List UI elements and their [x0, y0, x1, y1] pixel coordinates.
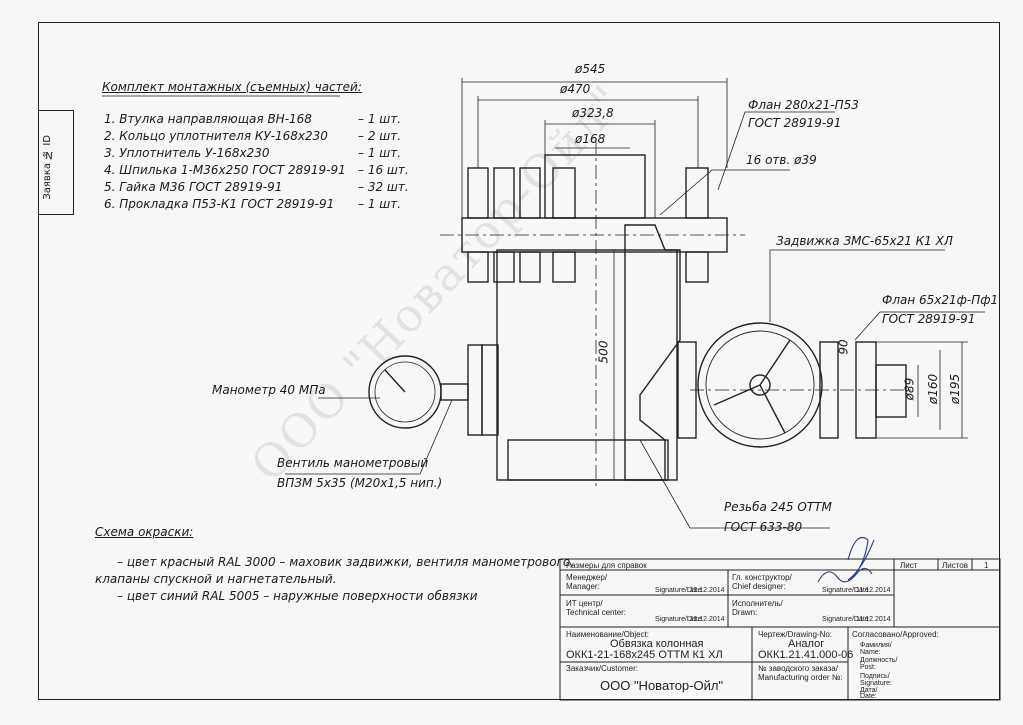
drawing-frame — [38, 22, 1000, 700]
tb-sign-1: Signature/Date — [655, 587, 702, 594]
parts-title: Комплект монтажных (съемных) частей: — [102, 80, 362, 94]
callout-thread-a: Резьба 245 ОТТМ — [724, 500, 832, 514]
leader-valve2 — [285, 399, 453, 475]
paint-line-3: – цвет синий RAL 5005 – наружные поверхн… — [117, 589, 478, 603]
part-5-name: 5. Гайка М36 ГОСТ 28919-91 — [104, 180, 283, 194]
tb-sheets: Листов — [942, 561, 968, 570]
paint-line-2: клапаны спускной и нагнетательный. — [95, 572, 337, 586]
tb-date-3: 11.12.2014 — [690, 616, 725, 623]
tb-drawn: Исполнитель/ — [732, 599, 783, 608]
callout-flange1-b: ГОСТ 28919-91 — [748, 116, 842, 130]
callout-valve2-b: ВПЗМ 5х35 (М20х1,5 нип.) — [277, 476, 443, 490]
tb-object-val-1: Обвязка колонная — [610, 638, 704, 650]
housing-bottom — [507, 439, 669, 481]
part-3-qty: – 1 шт. — [358, 146, 402, 160]
part-4-name: 4. Шпилька 1-М36х250 ГОСТ 28919-91 — [104, 163, 346, 177]
paint-title: Схема окраски: — [95, 525, 194, 539]
leader-holes — [659, 169, 790, 216]
tb-f1b: Name: — [860, 649, 881, 656]
part-3-name: 3. Уплотнитель У-168х230 — [104, 146, 270, 160]
tb-sign-4: Signature/Date — [822, 616, 869, 623]
tb-f3b: Signature: — [860, 680, 892, 687]
paint-line-1: – цвет красный RAL 3000 – маховик задвиж… — [117, 555, 575, 569]
dim-470-label: ø470 — [560, 82, 591, 96]
dim-160-label: ø160 — [926, 373, 941, 405]
housing-body — [496, 249, 678, 481]
tb-designer: Гл. конструктор/ — [732, 573, 792, 582]
callout-flange2-b: ГОСТ 28919-91 — [882, 312, 976, 326]
handwheel — [697, 322, 823, 448]
part-1-qty: – 1 шт. — [358, 112, 402, 126]
side-strip — [38, 110, 74, 215]
tb-sheets-val: 1 — [984, 561, 989, 570]
dim-89-label: ø89 — [902, 377, 917, 401]
callout-flange2-a: Флан 65х21ф-Пф1 — [882, 293, 999, 307]
tb-f2b: Post: — [860, 664, 876, 671]
part-1-name: 1. Втулка направляющая ВН-168 — [104, 112, 312, 126]
top-bolts — [467, 167, 709, 283]
dim-90-label: 90 — [836, 339, 851, 355]
leader-flange2 — [854, 311, 985, 341]
tb-f2: Должность/ — [860, 657, 898, 664]
tb-f4b: Date: — [860, 693, 877, 700]
tb-date-1: 11.12.2014 — [690, 587, 725, 594]
tb-customer: Заказчик/Customer: — [566, 664, 638, 673]
signatures — [817, 536, 875, 583]
dim-545-label: ø545 — [575, 62, 606, 76]
dim-323-label: ø323,8 — [572, 106, 614, 120]
tb-drawn-en: Drawn: — [732, 608, 758, 617]
title-block-grid — [559, 558, 1001, 701]
leader-valve — [769, 249, 945, 322]
callout-gauge: Манометр 40 МПа — [212, 383, 326, 397]
tb-sign-2: Signature/Date — [822, 587, 869, 594]
tb-date-4: 11.12.2014 — [856, 616, 891, 623]
leader-flange1 — [717, 111, 835, 191]
tb-f1: Фамилия/ — [860, 642, 892, 649]
tb-manager: Менеджер/ — [566, 573, 608, 582]
tb-sign-3: Signature/Date — [655, 616, 702, 623]
part-2-qty: – 2 шт. — [358, 129, 402, 143]
tb-object-val-2: ОКК1-21-168х245 ОТТМ К1 ХЛ — [566, 649, 723, 661]
part-2-name: 2. Кольцо уплотнителя КУ-168х230 — [104, 129, 328, 143]
callout-valve2-a: Вентиль манометровый — [277, 456, 429, 470]
callout-holes: 16 отв. ø39 — [746, 153, 817, 167]
dim-500-label: 500 — [596, 340, 611, 364]
tb-drawing-val-1: Аналог — [788, 638, 825, 650]
tb-mfg-en: Manufacturing order №: — [758, 673, 843, 682]
left-flange — [481, 344, 499, 436]
section-wall — [624, 224, 681, 481]
tb-f4: Дата/ — [860, 687, 878, 694]
tb-customer-val: ООО "Новатор-Ойл" — [600, 678, 724, 693]
tb-designer-en: Chief designer: — [732, 582, 786, 591]
callout-thread-b: ГОСТ 633-80 — [724, 520, 803, 534]
tb-f3: Подпись/ — [860, 673, 890, 680]
dim-195-label: ø195 — [948, 373, 963, 405]
tb-mfg: № заводского заказа/ — [758, 664, 838, 673]
part-4-qty: – 16 шт. — [358, 163, 409, 177]
tb-itcenter-en: Technical center: — [566, 608, 627, 617]
tb-manager-en: Manager: — [566, 582, 600, 591]
callout-flange1-a: Флан 280х21-П53 — [748, 98, 859, 112]
leader-thread — [639, 439, 830, 529]
part-5-qty: – 32 шт. — [358, 180, 409, 194]
tb-date-2: 11.12.2014 — [856, 587, 891, 594]
tb-drawing-val-2: ОКК1.21.41.000-06 — [758, 649, 854, 661]
tb-approved: Согласовано/Approved: — [852, 630, 939, 639]
tb-object: Наименование/Object: — [566, 630, 650, 639]
tb-itcenter: ИТ центр/ — [566, 599, 603, 608]
part-6-name: 6. Прокладка П53-К1 ГОСТ 28919-91 — [104, 197, 335, 211]
tb-list: Лист — [900, 561, 918, 570]
callout-valve: Задвижка ЗМС-65х21 К1 ХЛ — [776, 234, 953, 248]
tb-sizes: Размеры для справок — [566, 561, 647, 570]
part-6-qty: – 1 шт. — [358, 197, 402, 211]
tb-drawing: Чертеж/Drawing-No: — [758, 630, 833, 639]
dim-168-label: ø168 — [575, 132, 606, 146]
